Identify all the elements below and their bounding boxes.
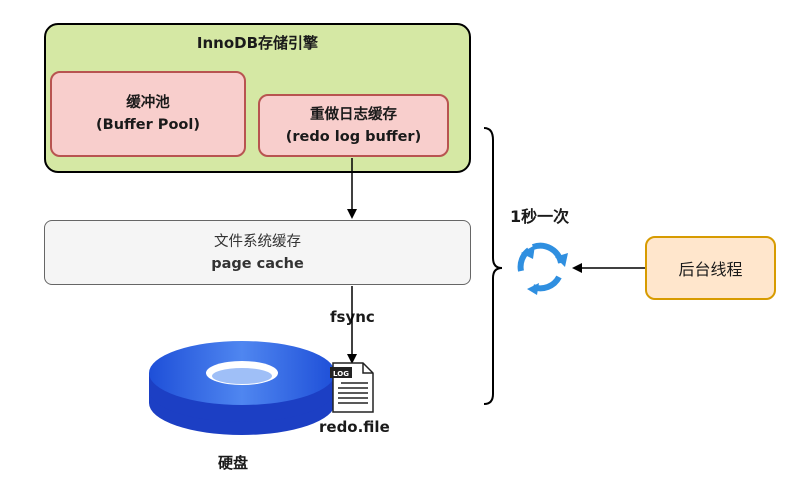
background-thread-label: 后台线程 [678, 260, 743, 279]
interval-label: 1秒一次 [510, 207, 570, 226]
background-thread-box: 后台线程 [645, 236, 776, 300]
page-cache-sublabel: page cache [211, 255, 304, 272]
redo-log-buffer-label: 重做日志缓存 [310, 106, 397, 123]
log-icon-text: LOG [333, 370, 349, 378]
page-cache-label: 文件系统缓存 [214, 233, 301, 250]
engine-title: InnoDB存储引擎 [196, 34, 319, 52]
disk-icon [149, 341, 335, 435]
log-file-icon [330, 362, 374, 413]
redo-file-label: redo.file [319, 418, 390, 436]
disk-label: 硬盘 [218, 454, 249, 472]
page-cache-box: 文件系统缓存 page cache [44, 220, 471, 285]
buffer-pool-label: 缓冲池 [126, 95, 170, 111]
buffer-pool-box: 缓冲池 (Buffer Pool) [50, 71, 246, 157]
buffer-pool-sublabel: (Buffer Pool) [96, 117, 200, 133]
refresh-cycle-icon [517, 242, 568, 295]
interval-bracket [483, 127, 503, 405]
redo-log-buffer-sublabel: (redo log buffer) [285, 128, 422, 145]
redo-log-buffer-box: 重做日志缓存 (redo log buffer) [258, 94, 449, 157]
